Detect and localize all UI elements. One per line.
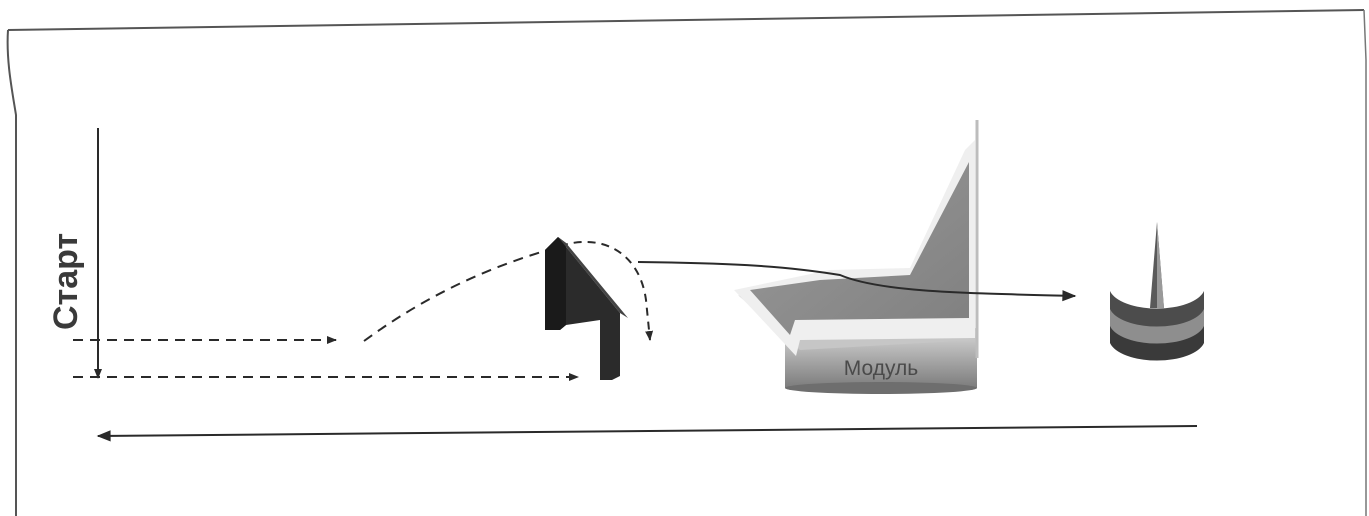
turning-marker <box>1110 222 1204 361</box>
page-frame <box>6 9 1367 516</box>
module-label: Модуль <box>844 357 918 380</box>
module-boat <box>734 120 979 394</box>
obstacle-shape <box>545 237 628 380</box>
return-arrow <box>96 425 1198 442</box>
dashed-curve-arrow <box>559 241 654 341</box>
dashed-rising-path <box>363 249 549 342</box>
solid-arrow-right <box>637 261 1077 302</box>
start-label: Старт <box>47 233 85 330</box>
